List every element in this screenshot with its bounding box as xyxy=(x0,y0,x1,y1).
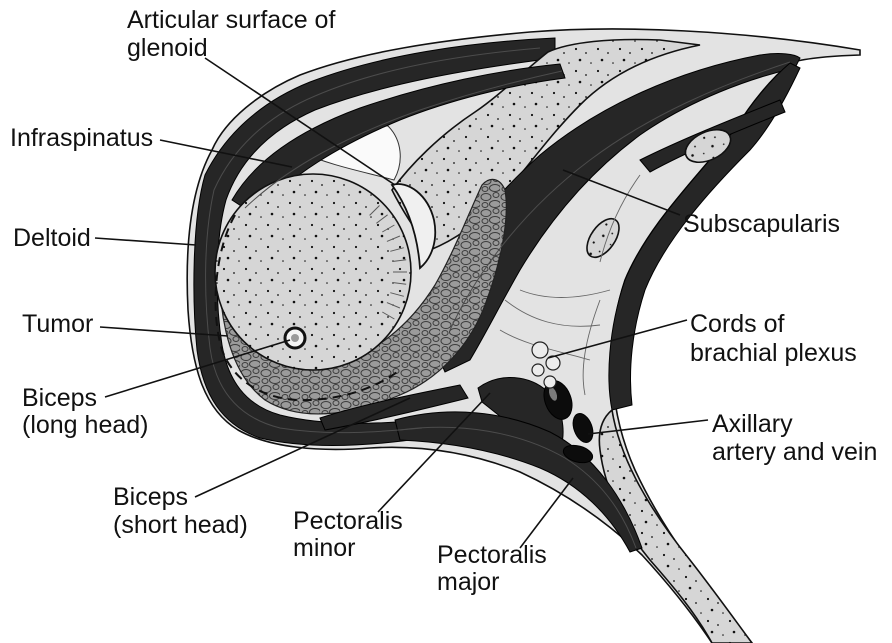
label-pectoralis-major-line2: major xyxy=(437,568,500,596)
label-pectoralis-minor: Pectoralis xyxy=(293,507,403,535)
label-brachial-plexus: Cords of xyxy=(690,310,785,338)
plexus-cord xyxy=(544,376,556,388)
label-infraspinatus: Infraspinatus xyxy=(10,124,153,152)
label-biceps-long: Biceps xyxy=(22,384,97,412)
biceps-long-head-core xyxy=(291,334,299,342)
label-deltoid: Deltoid xyxy=(13,224,91,252)
humeral-head xyxy=(215,174,411,370)
label-brachial-plexus-line2: brachial plexus xyxy=(690,339,857,367)
label-pectoralis-major: Pectoralis xyxy=(437,541,547,569)
label-tumor: Tumor xyxy=(22,310,93,338)
leader-line-pectoralis-major xyxy=(520,478,573,548)
label-biceps-long-line2: (long head) xyxy=(22,411,148,439)
plexus-cord xyxy=(532,342,548,358)
label-articular-surface: Articular surface of xyxy=(127,6,335,34)
label-biceps-short-line2: (short head) xyxy=(113,511,248,539)
label-axillary-line2: artery and vein xyxy=(712,438,877,466)
plexus-cord xyxy=(532,364,544,376)
label-articular-surface-line2: glenoid xyxy=(127,34,208,62)
label-axillary: Axillary xyxy=(712,410,793,438)
leader-line-deltoid xyxy=(95,238,196,245)
label-subscapularis: Subscapularis xyxy=(683,210,840,238)
label-pectoralis-minor-line2: minor xyxy=(293,534,356,562)
label-biceps-short: Biceps xyxy=(113,483,188,511)
